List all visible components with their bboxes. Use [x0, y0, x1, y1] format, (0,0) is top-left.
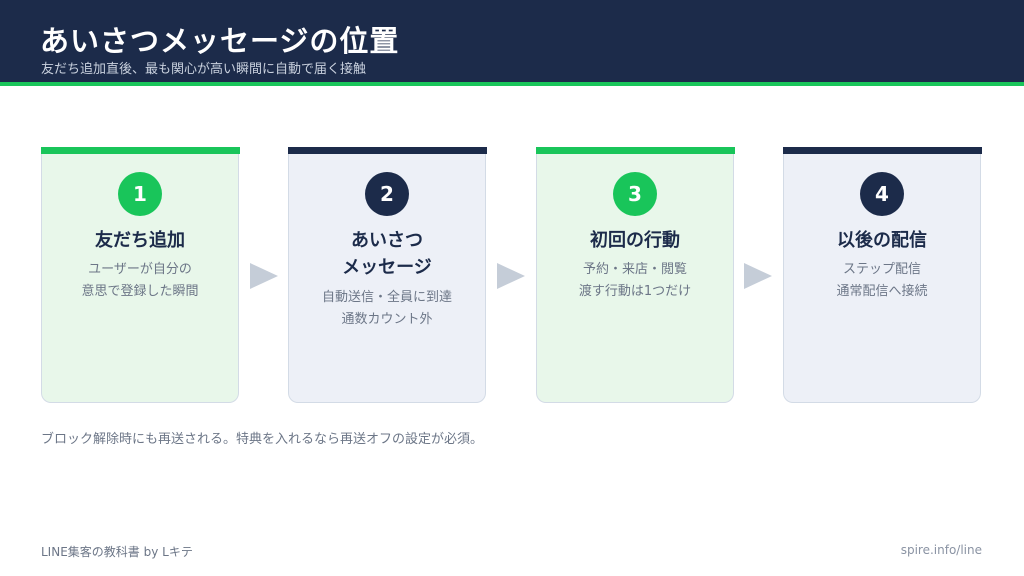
- step-description-line: 渡す行動は1つだけ: [578, 284, 692, 299]
- step-card-accent-bar: [287, 147, 487, 154]
- step-number-badge: 1: [118, 172, 162, 216]
- step-card-accent-bar: [535, 147, 735, 154]
- step-title: あいさつ メッセージ: [289, 227, 485, 281]
- step-card-3: 3 初回の行動 予約・来店・閲覧 渡す行動は1つだけ: [535, 147, 735, 403]
- footnote: ブロック解除時にも再送される。特典を入れるなら再送オフの設定が必須。: [41, 432, 484, 447]
- step-card-accent-bar: [40, 147, 240, 154]
- step-number-badge: 3: [613, 172, 657, 216]
- step-description: 自動送信・全員に到達 通数カウント外: [289, 287, 485, 331]
- arrow-right-icon: [744, 263, 772, 289]
- footer-url: spire.info/line: [900, 543, 982, 557]
- step-title-line: 以後の配信: [837, 230, 927, 251]
- page-subtitle: 友だち追加直後、最も関心が高い瞬間に自動で届く接触: [41, 62, 367, 77]
- step-description-line: ステップ配信: [842, 262, 921, 277]
- step-description-line: 通常配信へ接続: [836, 284, 928, 299]
- step-description-line: 通数カウント外: [341, 312, 433, 327]
- step-card-4: 4 以後の配信 ステップ配信 通常配信へ接続: [782, 147, 982, 403]
- step-number-badge: 2: [365, 172, 409, 216]
- step-description: ステップ配信 通常配信へ接続: [784, 259, 980, 303]
- step-title-line: メッセージ: [342, 257, 432, 278]
- step-description-line: 自動送信・全員に到達: [321, 290, 452, 305]
- step-description-line: 意思で登録した瞬間: [81, 284, 199, 299]
- arrow-right-icon: [497, 263, 525, 289]
- step-description: ユーザーが自分の 意思で登録した瞬間: [42, 259, 238, 303]
- step-description: 予約・来店・閲覧 渡す行動は1つだけ: [537, 259, 733, 303]
- step-title: 初回の行動: [537, 227, 733, 254]
- step-card-1: 1 友だち追加 ユーザーが自分の 意思で登録した瞬間: [40, 147, 240, 403]
- step-title-line: あいさつ: [351, 230, 423, 251]
- page-title: あいさつメッセージの位置: [40, 24, 400, 58]
- step-title-line: 初回の行動: [590, 230, 680, 251]
- step-title: 以後の配信: [784, 227, 980, 254]
- step-card-accent-bar: [782, 147, 982, 154]
- header: あいさつメッセージの位置 友だち追加直後、最も関心が高い瞬間に自動で届く接触: [0, 0, 1024, 86]
- step-description-line: ユーザーが自分の: [88, 262, 192, 277]
- footer-source: LINE集客の教科書 by Lキテ: [41, 545, 193, 559]
- step-number-badge: 4: [860, 172, 904, 216]
- arrow-right-icon: [250, 263, 278, 289]
- step-description-line: 予約・来店・閲覧: [582, 262, 687, 277]
- step-card-2: 2 あいさつ メッセージ 自動送信・全員に到達 通数カウント外: [287, 147, 487, 403]
- step-title: 友だち追加: [42, 227, 238, 254]
- step-title-line: 友だち追加: [95, 230, 185, 251]
